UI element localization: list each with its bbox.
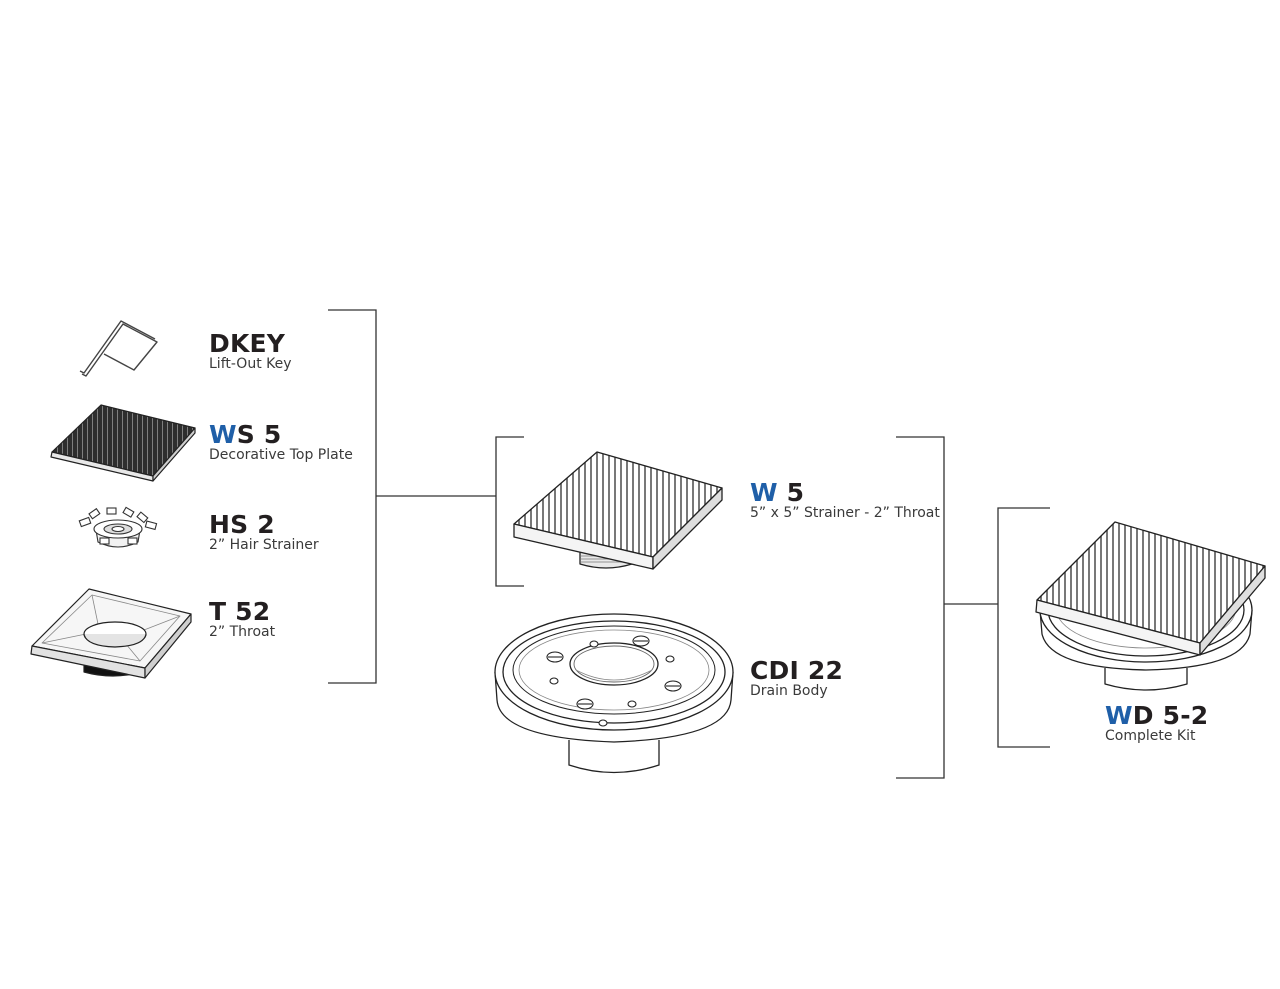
hair-strainer-icon [78, 506, 158, 548]
cdi22-description: Drain Body [750, 683, 828, 699]
ws5-code: WS 5 [209, 420, 282, 449]
hs2-code: HS 2 [209, 510, 275, 539]
cdi22-code: CDI 22 [750, 656, 844, 685]
decorative-top-plate-icon [50, 404, 196, 482]
assembly-w5-label: W 5 5” x 5” Strainer - 2” Throat [750, 480, 940, 521]
bracket-strainer-left [495, 436, 524, 587]
lift-out-key-icon [79, 320, 158, 377]
dkey-description: Lift-Out Key [209, 356, 292, 372]
complete-kit-icon [1035, 521, 1266, 691]
kit-wd52-label: WD 5-2 Complete Kit [1105, 703, 1208, 744]
assembly-cdi22-label: CDI 22 Drain Body [750, 658, 843, 699]
component-hs2-label: HS 2 2” Hair Strainer [209, 512, 319, 553]
w5-code: W 5 [750, 478, 805, 507]
component-dkey-label: DKEY Lift-Out Key [209, 331, 292, 372]
ws5-description: Decorative Top Plate [209, 447, 353, 463]
wd52-code: WD 5-2 [1105, 701, 1209, 730]
t52-code: T 52 [209, 597, 271, 626]
bracket-components [328, 309, 496, 684]
wd52-description: Complete Kit [1105, 728, 1196, 744]
w5-description: 5” x 5” Strainer - 2” Throat [750, 505, 940, 521]
bracket-kit-left [997, 507, 1050, 748]
bracket-assembly-right [896, 436, 998, 779]
component-t52-label: T 52 2” Throat [209, 599, 275, 640]
dkey-code: DKEY [209, 329, 286, 358]
throat-icon [30, 588, 192, 679]
hs2-description: 2” Hair Strainer [209, 537, 319, 553]
component-ws5-label: WS 5 Decorative Top Plate [209, 422, 353, 463]
t52-description: 2” Throat [209, 624, 276, 640]
strainer-assembly-icon [513, 451, 723, 570]
drain-body-icon [494, 613, 734, 774]
